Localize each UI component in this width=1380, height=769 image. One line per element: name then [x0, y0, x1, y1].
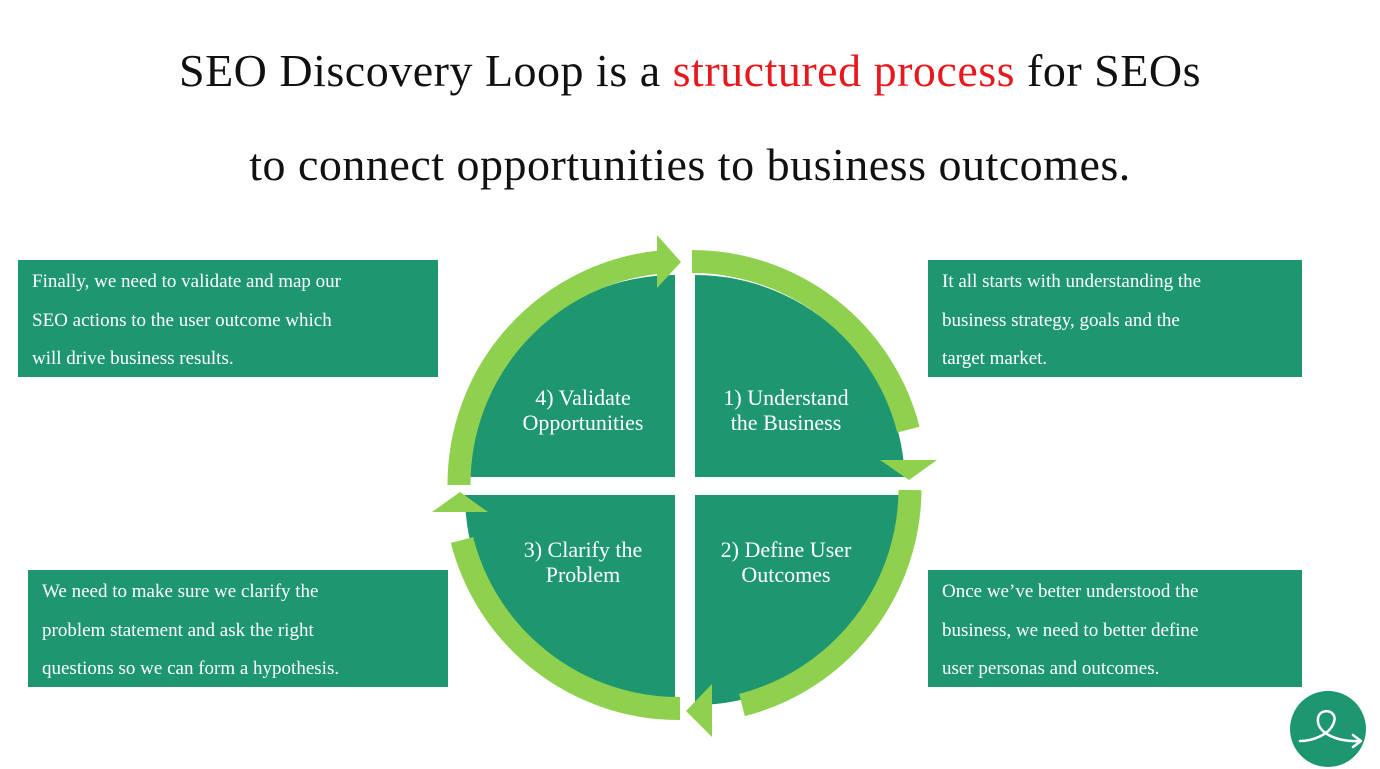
- headline-suffix: for SEOs: [1015, 45, 1201, 96]
- step-2-line-2: Outcomes: [741, 562, 830, 587]
- arrow-to-define-outcomes: [691, 250, 937, 480]
- note-line: Once we’ve better understood the: [942, 581, 1199, 602]
- note-understand-business: It all starts with understanding the bus…: [928, 260, 1302, 377]
- note-line: business strategy, goals and the: [942, 309, 1180, 331]
- arrow-to-validate-opportunities: [432, 492, 681, 721]
- note-line: We need to make sure we clarify the: [42, 581, 319, 602]
- quadrant-define-user-outcomes: [695, 495, 905, 705]
- step-3-line-2: Problem: [546, 562, 621, 587]
- note-line: will drive business results.: [32, 348, 234, 369]
- headline-highlight: structured process: [672, 45, 1016, 96]
- note-line: problem statement and ask the right: [42, 619, 314, 641]
- step-1-line-1: 1) Understand: [723, 385, 848, 410]
- step-4-line-1: 4) Validate: [535, 385, 631, 410]
- headline-line-1: SEO Discovery Loop is a structured proce…: [0, 44, 1380, 97]
- note-line: questions so we can form a hypothesis.: [42, 658, 340, 679]
- note-line: target market.: [942, 348, 1048, 369]
- note-line: SEO actions to the user outcome which: [32, 309, 332, 331]
- arrow-to-understand-business: [447, 235, 681, 486]
- arrow-to-clarify-problem: [686, 489, 922, 737]
- note-define-user-outcomes: Once we’ve better understood the busines…: [928, 570, 1302, 687]
- quadrant-understand-business: [695, 275, 905, 485]
- note-line: It all starts with understanding the: [942, 271, 1202, 292]
- step-3-line-1: 3) Clarify the: [524, 537, 643, 562]
- headline-line-2: to connect opportunities to business out…: [249, 139, 1131, 190]
- quadrant-validate-opportunities: [465, 275, 675, 485]
- note-line: business, we need to better define: [942, 619, 1199, 641]
- headline-prefix: SEO Discovery Loop is a: [179, 45, 673, 96]
- note-validate-opportunities: Finally, we need to validate and map our…: [18, 260, 438, 377]
- step-2-line-1: 2) Define User: [721, 537, 852, 562]
- step-4-line-2: Opportunities: [523, 410, 644, 435]
- quadrant-clarify-problem: [465, 495, 675, 705]
- note-clarify-problem: We need to make sure we clarify the prob…: [28, 570, 448, 687]
- note-line: Finally, we need to validate and map our: [32, 271, 342, 292]
- note-line: user personas and outcomes.: [942, 658, 1160, 679]
- step-1-line-2: the Business: [731, 410, 842, 435]
